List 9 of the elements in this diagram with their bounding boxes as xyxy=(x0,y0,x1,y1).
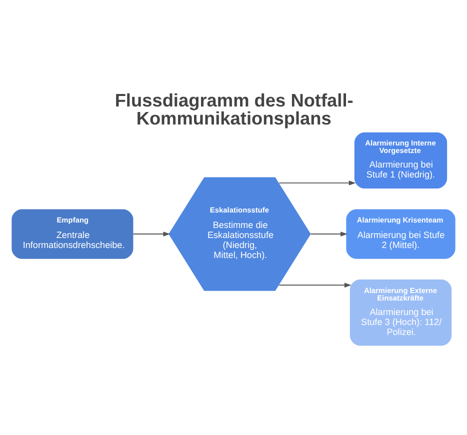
arrow xyxy=(310,232,348,236)
diagram-title: Flussdiagramm des Notfall-Kommunikationsplans xyxy=(114,90,354,129)
node-box: Empfang Zentrale Informationsdrehscheibe. xyxy=(12,209,134,259)
arrow xyxy=(278,180,356,186)
node-box: Alarmierung Krisenteam Alarmierung bei Stufe 2 (Mittel). xyxy=(346,209,456,259)
node-box: Alarmierung Interne Vorgesetzte Alarmierung bei Stufe 1 (Niedrig). xyxy=(354,132,448,189)
arrow xyxy=(278,282,352,288)
node-box: Alarmierung Externe Einsatzkräfte Alarmierung bei Stufe 3 (Hoch): 112/ Polizei. xyxy=(350,280,452,346)
arrow xyxy=(132,232,170,236)
